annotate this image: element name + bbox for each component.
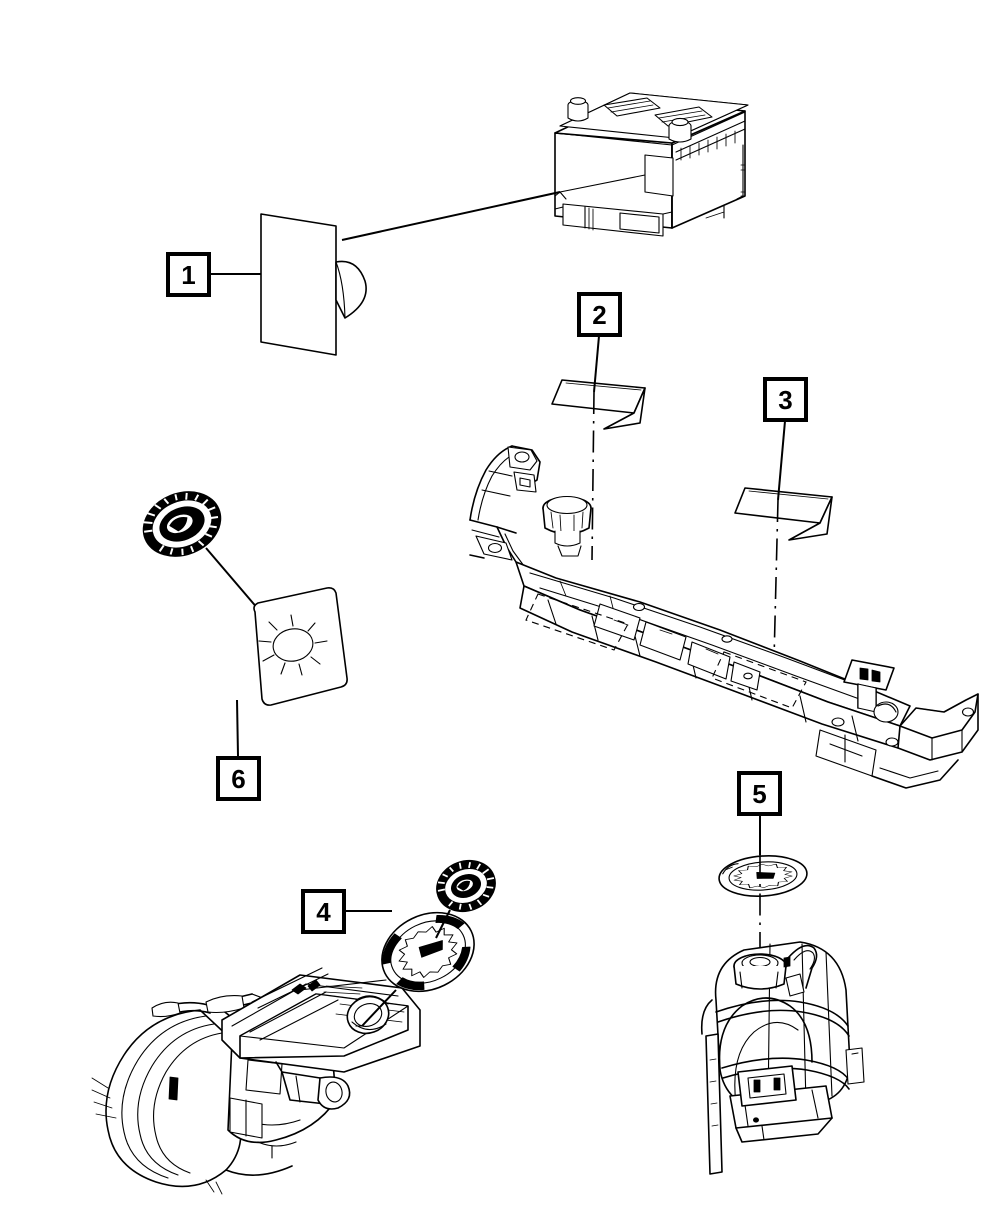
radiator-support-label-right-part xyxy=(734,487,833,541)
callout-box-4[interactable]: 4 xyxy=(301,889,346,934)
callout-4-number: 4 xyxy=(316,896,331,927)
battery-part xyxy=(554,92,749,237)
callout-box-2[interactable]: 2 xyxy=(577,292,622,337)
sun-icon xyxy=(258,614,328,676)
callout-2-leader xyxy=(593,335,600,393)
callout-3-centerline xyxy=(773,499,779,661)
callout-6-number: 6 xyxy=(231,763,246,794)
brake-booster-part xyxy=(91,967,421,1195)
brake-reservoir-cap-part xyxy=(435,859,496,939)
callout-3-number: 3 xyxy=(778,384,793,415)
battery-caution-label-part xyxy=(260,174,646,356)
radiator-core-support-part xyxy=(469,445,979,789)
callout-box-1[interactable]: 1 xyxy=(166,252,211,297)
washer-bottle-cap-part xyxy=(718,855,808,897)
washer-reservoir-part xyxy=(700,941,865,1175)
coolant-cap-sun-label-part xyxy=(253,587,348,706)
callout-2-number: 2 xyxy=(592,299,607,330)
callout-3-leader xyxy=(777,420,786,501)
callout-box-3[interactable]: 3 xyxy=(763,377,808,422)
brake-reservoir-ring-label-part xyxy=(355,911,475,1027)
callout-box-5[interactable]: 5 xyxy=(737,771,782,816)
callout-box-6[interactable]: 6 xyxy=(216,756,261,801)
callout-2-centerline xyxy=(591,391,595,561)
callout-1-number: 1 xyxy=(181,259,196,290)
coolant-pressure-cap-part xyxy=(142,491,295,652)
radiator-support-label-left-part xyxy=(551,379,646,430)
callout-5-number: 5 xyxy=(752,778,767,809)
callout-6-leader xyxy=(236,699,239,757)
